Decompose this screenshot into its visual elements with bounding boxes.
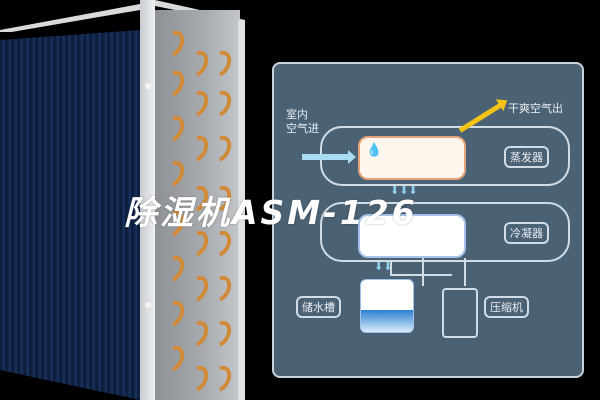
pipe <box>422 258 466 286</box>
evaporator-tag: 蒸发器 <box>504 146 549 168</box>
copper-tube-icon <box>204 271 236 307</box>
evaporator-pad: 💧 <box>358 136 466 180</box>
copper-tube-icon <box>204 86 236 122</box>
water-tank-tag: 储水槽 <box>296 296 341 318</box>
compressor-icon <box>442 288 478 338</box>
copper-tube-icon <box>204 131 236 167</box>
pipe <box>390 260 452 276</box>
bolt-icon <box>145 83 151 89</box>
title-overlay: 除湿机ASM-126 <box>124 193 418 232</box>
copper-tube-icon <box>157 26 189 62</box>
coil-frame-right <box>238 20 245 400</box>
copper-tube-icon <box>157 251 189 287</box>
air-in-arrow <box>302 150 356 164</box>
air-in-label-1: 室内 <box>286 108 308 121</box>
bolt-icon <box>145 302 151 308</box>
copper-tube-icon <box>157 341 189 377</box>
water-level <box>361 310 413 332</box>
copper-tube-icon <box>204 361 236 397</box>
condenser-tag: 冷凝器 <box>504 222 549 244</box>
compressor-tag: 压缩机 <box>484 296 529 318</box>
coil-frame <box>140 0 155 400</box>
copper-tube-icon <box>157 296 189 332</box>
copper-tube-icon <box>157 111 189 147</box>
air-out-label: 干爽空气出 <box>508 102 563 115</box>
copper-tube-icon <box>204 316 236 352</box>
air-in-label-2: 空气进 <box>286 122 319 135</box>
condenser-box <box>320 202 570 262</box>
coil-fins <box>0 30 140 400</box>
copper-tube-icon <box>204 46 236 82</box>
copper-tube-icon <box>157 66 189 102</box>
water-tank-icon <box>360 279 414 333</box>
down-arrow-icon: ⬇⬇⬇ <box>390 184 418 197</box>
coil-copper-tubes-panel <box>155 10 240 400</box>
down-arrow-icon: ⬇⬇ <box>374 260 393 273</box>
dehumidifier-diagram: 室内 空气进 干爽空气出 💧 蒸发器 ⬇⬇⬇ 冷凝器 ⬇⬇ 储水槽 压缩机 <box>272 62 584 378</box>
condenser-pad <box>358 214 466 258</box>
drop-icon: 💧 <box>366 143 383 158</box>
